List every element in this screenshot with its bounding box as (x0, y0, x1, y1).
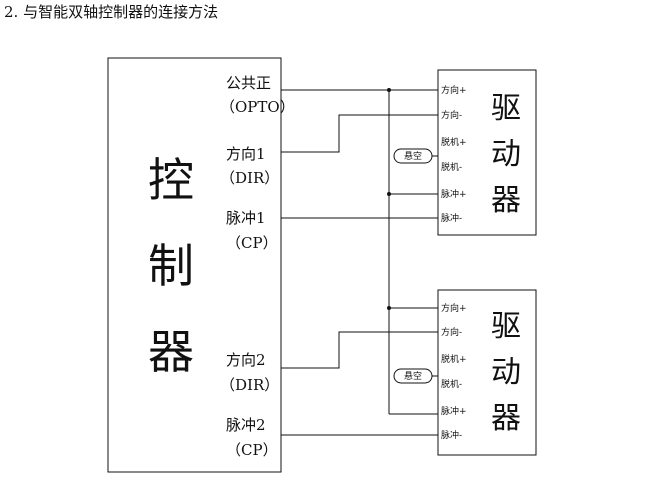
driver-2-pin: 方向+ (441, 302, 467, 314)
offline-floating-tag-2: 悬空 (393, 368, 438, 384)
driver-1-label-char: 器 (491, 183, 521, 218)
driver-2-pin: 脱机+ (441, 353, 467, 365)
driver-1-pin: 脱机+ (441, 136, 467, 148)
controller-box (107, 57, 282, 473)
driver-1-label-char: 动 (491, 137, 521, 172)
controller-signal-name: 脉冲1 (226, 209, 266, 227)
driver-2-label-char: 动 (491, 355, 521, 390)
direction-1-wire (281, 114, 438, 153)
driver-1-pin: 脱机- (441, 161, 462, 173)
driver-1-box (437, 69, 537, 236)
driver-1-pin: 脉冲+ (441, 188, 467, 200)
driver-2-pin: 脱机- (441, 378, 462, 390)
driver-1-pin: 方向+ (441, 84, 467, 96)
controller-signal-name: 脉冲2 (226, 416, 266, 434)
offline-floating-tag-1: 悬空 (393, 148, 438, 164)
controller-signal-code: （CP） (226, 234, 278, 252)
controller-signal-name: 方向1 (226, 145, 266, 163)
controller-signal-name: 公共正 (226, 74, 271, 92)
driver-2-label-char: 驱 (491, 309, 521, 344)
driver-2-pin: 方向- (441, 326, 462, 338)
diagram-heading: 2. 与智能双轴控制器的连接方法 (4, 3, 219, 21)
driver-1-label-char: 驱 (491, 91, 521, 126)
driver-2-pin: 脉冲- (441, 429, 462, 441)
controller-label-char: 制 (148, 239, 194, 293)
driver-2-box (437, 289, 537, 456)
driver-2-label-char: 器 (491, 401, 521, 436)
direction-2-wire (281, 331, 438, 369)
controller-signal-code: （OPTO） (220, 98, 295, 116)
controller-signal-name: 方向2 (226, 351, 266, 369)
controller-label-char: 器 (148, 325, 194, 379)
controller-label-char: 控 (148, 153, 194, 207)
offline-tag-label: 悬空 (404, 150, 422, 162)
driver-1-pin: 脉冲- (441, 212, 462, 224)
driver-1-pin: 方向- (441, 109, 462, 121)
controller-signal-code: （DIR） (220, 169, 279, 187)
junction-dot (387, 88, 391, 92)
offline-tag-label: 悬空 (404, 370, 422, 382)
controller-signal-code: （DIR） (220, 376, 279, 394)
controller-signal-code: （CP） (226, 441, 278, 459)
driver-2-pin: 脉冲+ (441, 405, 467, 417)
